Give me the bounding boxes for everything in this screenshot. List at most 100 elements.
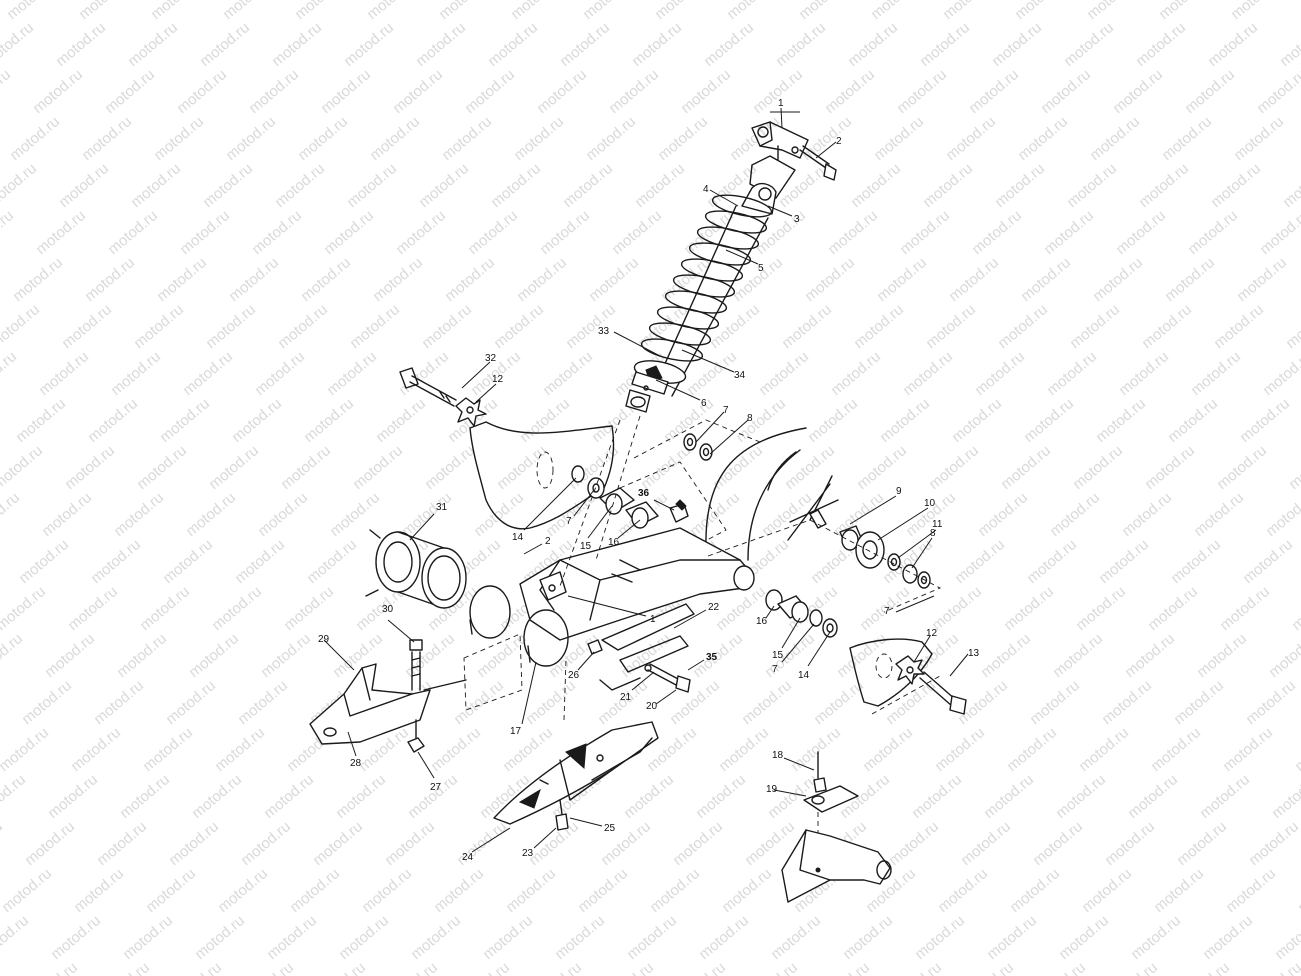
watermark-text: motod.ru xyxy=(678,66,734,117)
watermark-text: motod.ru xyxy=(301,395,357,446)
watermark-text: motod.ru xyxy=(935,865,991,916)
callout-15b: 15 xyxy=(772,650,784,661)
watermark-text: motod.ru xyxy=(848,160,904,211)
watermark-text: motod.ru xyxy=(534,66,590,117)
watermark-text: motod.ru xyxy=(480,912,536,963)
watermark-text: motod.ru xyxy=(304,536,360,587)
watermark-text: motod.ru xyxy=(30,66,86,117)
watermark-text: motod.ru xyxy=(1234,254,1290,305)
watermark-text: motod.ru xyxy=(451,677,507,728)
watermark-text: motod.ru xyxy=(1283,301,1301,352)
watermark-text: motod.ru xyxy=(537,207,593,258)
watermark-text: motod.ru xyxy=(1024,536,1080,587)
watermark-text: motod.ru xyxy=(961,959,1017,976)
watermark-text: motod.ru xyxy=(828,348,884,399)
watermark-text: motod.ru xyxy=(1079,865,1135,916)
watermark-text: motod.ru xyxy=(998,442,1054,493)
watermark-text: motod.ru xyxy=(805,395,861,446)
watermark-text: motod.ru xyxy=(975,489,1031,540)
watermark-text: motod.ru xyxy=(724,0,780,23)
watermark-text: motod.ru xyxy=(408,912,464,963)
watermark-text: motod.ru xyxy=(883,677,939,728)
watermark-text: motod.ru xyxy=(1243,677,1299,728)
watermark-text: motod.ru xyxy=(160,536,216,587)
watermark-text: motod.ru xyxy=(174,66,230,117)
watermark-text: motod.ru xyxy=(0,442,46,493)
watermark-text: motod.ru xyxy=(402,630,458,681)
watermark-text: motod.ru xyxy=(1056,912,1112,963)
watermark-text: motod.ru xyxy=(1220,724,1276,775)
bushings-lower xyxy=(765,589,838,638)
watermark-text: motod.ru xyxy=(517,395,573,446)
star-nut-12-left xyxy=(455,397,487,427)
washers-upper-right xyxy=(683,433,713,461)
watermark-text: motod.ru xyxy=(1168,536,1224,587)
callout-8a: 8 xyxy=(747,413,753,424)
watermark-text: motod.ru xyxy=(223,113,279,164)
watermark-text: motod.ru xyxy=(0,66,14,117)
watermark-text: motod.ru xyxy=(494,442,550,493)
watermark-text: motod.ru xyxy=(1177,959,1233,976)
callout-34: 34 xyxy=(734,370,746,381)
watermark-text: motod.ru xyxy=(88,536,144,587)
watermark-text: motod.ru xyxy=(834,630,890,681)
callout-26: 26 xyxy=(568,670,580,681)
watermark-text: motod.ru xyxy=(966,66,1022,117)
watermark-text: motod.ru xyxy=(295,113,351,164)
watermark-text: motod.ru xyxy=(10,254,66,305)
watermark-text: motod.ru xyxy=(1162,254,1218,305)
callout-28: 28 xyxy=(350,758,362,769)
watermark-text: motod.ru xyxy=(920,160,976,211)
callout-14a: 14 xyxy=(512,532,524,543)
watermark-text: motod.ru xyxy=(0,865,55,916)
callout-4: 4 xyxy=(703,184,709,195)
shock-mount-axis xyxy=(559,415,641,587)
watermark-text: motod.ru xyxy=(1053,771,1109,822)
watermark-text: motod.ru xyxy=(1208,160,1264,211)
watermark-text: motod.ru xyxy=(750,66,806,117)
watermark-text: motod.ru xyxy=(624,912,680,963)
watermark-text: motod.ru xyxy=(889,959,945,976)
watermark-text: motod.ru xyxy=(1185,207,1241,258)
watermark-text: motod.ru xyxy=(0,912,32,963)
watermark-text: motod.ru xyxy=(949,395,1005,446)
watermark-text: motod.ru xyxy=(1263,489,1301,540)
watermark-text: motod.ru xyxy=(390,66,446,117)
watermark-text: motod.ru xyxy=(1018,254,1074,305)
watermark-text: motod.ru xyxy=(0,160,40,211)
callout-12a: 12 xyxy=(492,374,504,385)
watermark-text: motod.ru xyxy=(1277,19,1301,70)
watermark-text: motod.ru xyxy=(1128,912,1184,963)
watermark-text: motod.ru xyxy=(382,818,438,869)
watermark-text: motod.ru xyxy=(1188,348,1244,399)
watermark-text: motod.ru xyxy=(926,442,982,493)
callout-36: 36 xyxy=(638,488,650,499)
watermark-text: motod.ru xyxy=(45,771,101,822)
watermark-text: motod.ru xyxy=(220,0,276,23)
watermark-text: motod.ru xyxy=(0,771,29,822)
watermark-text: motod.ru xyxy=(341,19,397,70)
callout-22: 22 xyxy=(708,602,720,613)
watermark-text: motod.ru xyxy=(756,348,812,399)
watermark-text: motod.ru xyxy=(108,348,164,399)
watermark-text: motod.ru xyxy=(710,442,766,493)
watermark-text: motod.ru xyxy=(1200,912,1256,963)
watermark-text: motod.ru xyxy=(252,348,308,399)
watermark-text: motod.ru xyxy=(140,724,196,775)
watermark-text: motod.ru xyxy=(364,0,420,23)
watermark-text: motod.ru xyxy=(871,113,927,164)
watermark-text: motod.ru xyxy=(1205,19,1261,70)
callout-6: 6 xyxy=(701,398,707,409)
watermark-text: motod.ru xyxy=(1171,677,1227,728)
watermark-text: motod.ru xyxy=(1076,724,1132,775)
watermark-text: motod.ru xyxy=(1012,0,1068,23)
chain-guide-22 xyxy=(599,603,695,691)
watermark-text: motod.ru xyxy=(840,912,896,963)
watermark-text: motod.ru xyxy=(370,254,426,305)
nut-27 xyxy=(407,719,425,753)
watermark-text: motod.ru xyxy=(97,959,153,976)
watermark-text: motod.ru xyxy=(503,865,559,916)
assembly-plane-upper xyxy=(633,419,761,459)
watermark-text: motod.ru xyxy=(310,818,366,869)
watermark-text: motod.ru xyxy=(212,724,268,775)
